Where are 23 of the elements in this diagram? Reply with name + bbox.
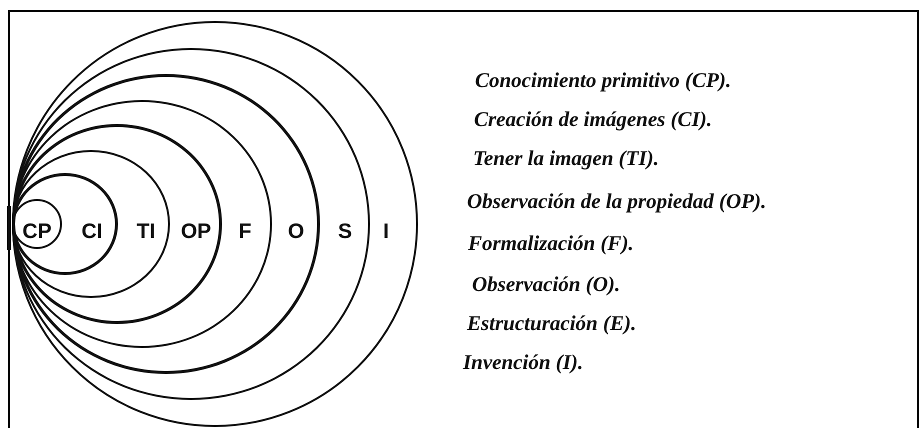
ellipse-ring <box>12 100 272 348</box>
ring-label: CI <box>82 221 102 243</box>
ellipse-ring <box>12 21 418 427</box>
ellipse-ring <box>12 124 222 324</box>
ring-label: O <box>288 221 304 243</box>
description-text: Creación de imágenes (CI). <box>474 107 712 131</box>
description-text: Observación de la propiedad (OP). <box>467 189 766 213</box>
description-text: Formalización (F). <box>468 231 634 255</box>
description-text: Observación (O). <box>472 272 620 296</box>
description-text: Conocimiento primitivo (CP). <box>475 68 732 92</box>
ring-label: I <box>383 221 389 243</box>
ring-label: F <box>238 221 252 243</box>
ring-label: CP <box>22 221 52 243</box>
ellipse-ring <box>12 74 320 374</box>
ring-label: S <box>338 221 352 243</box>
ellipse-ring <box>12 173 118 275</box>
description-text: Estructuración (E). <box>467 311 636 335</box>
ellipse-ring <box>12 48 370 400</box>
ring-label: OP <box>180 221 212 243</box>
ring-label: TI <box>136 221 156 243</box>
description-text: Invención (I). <box>463 350 584 374</box>
ellipse-ring <box>12 150 170 298</box>
description-text: Tener la imagen (TI). <box>473 146 659 170</box>
